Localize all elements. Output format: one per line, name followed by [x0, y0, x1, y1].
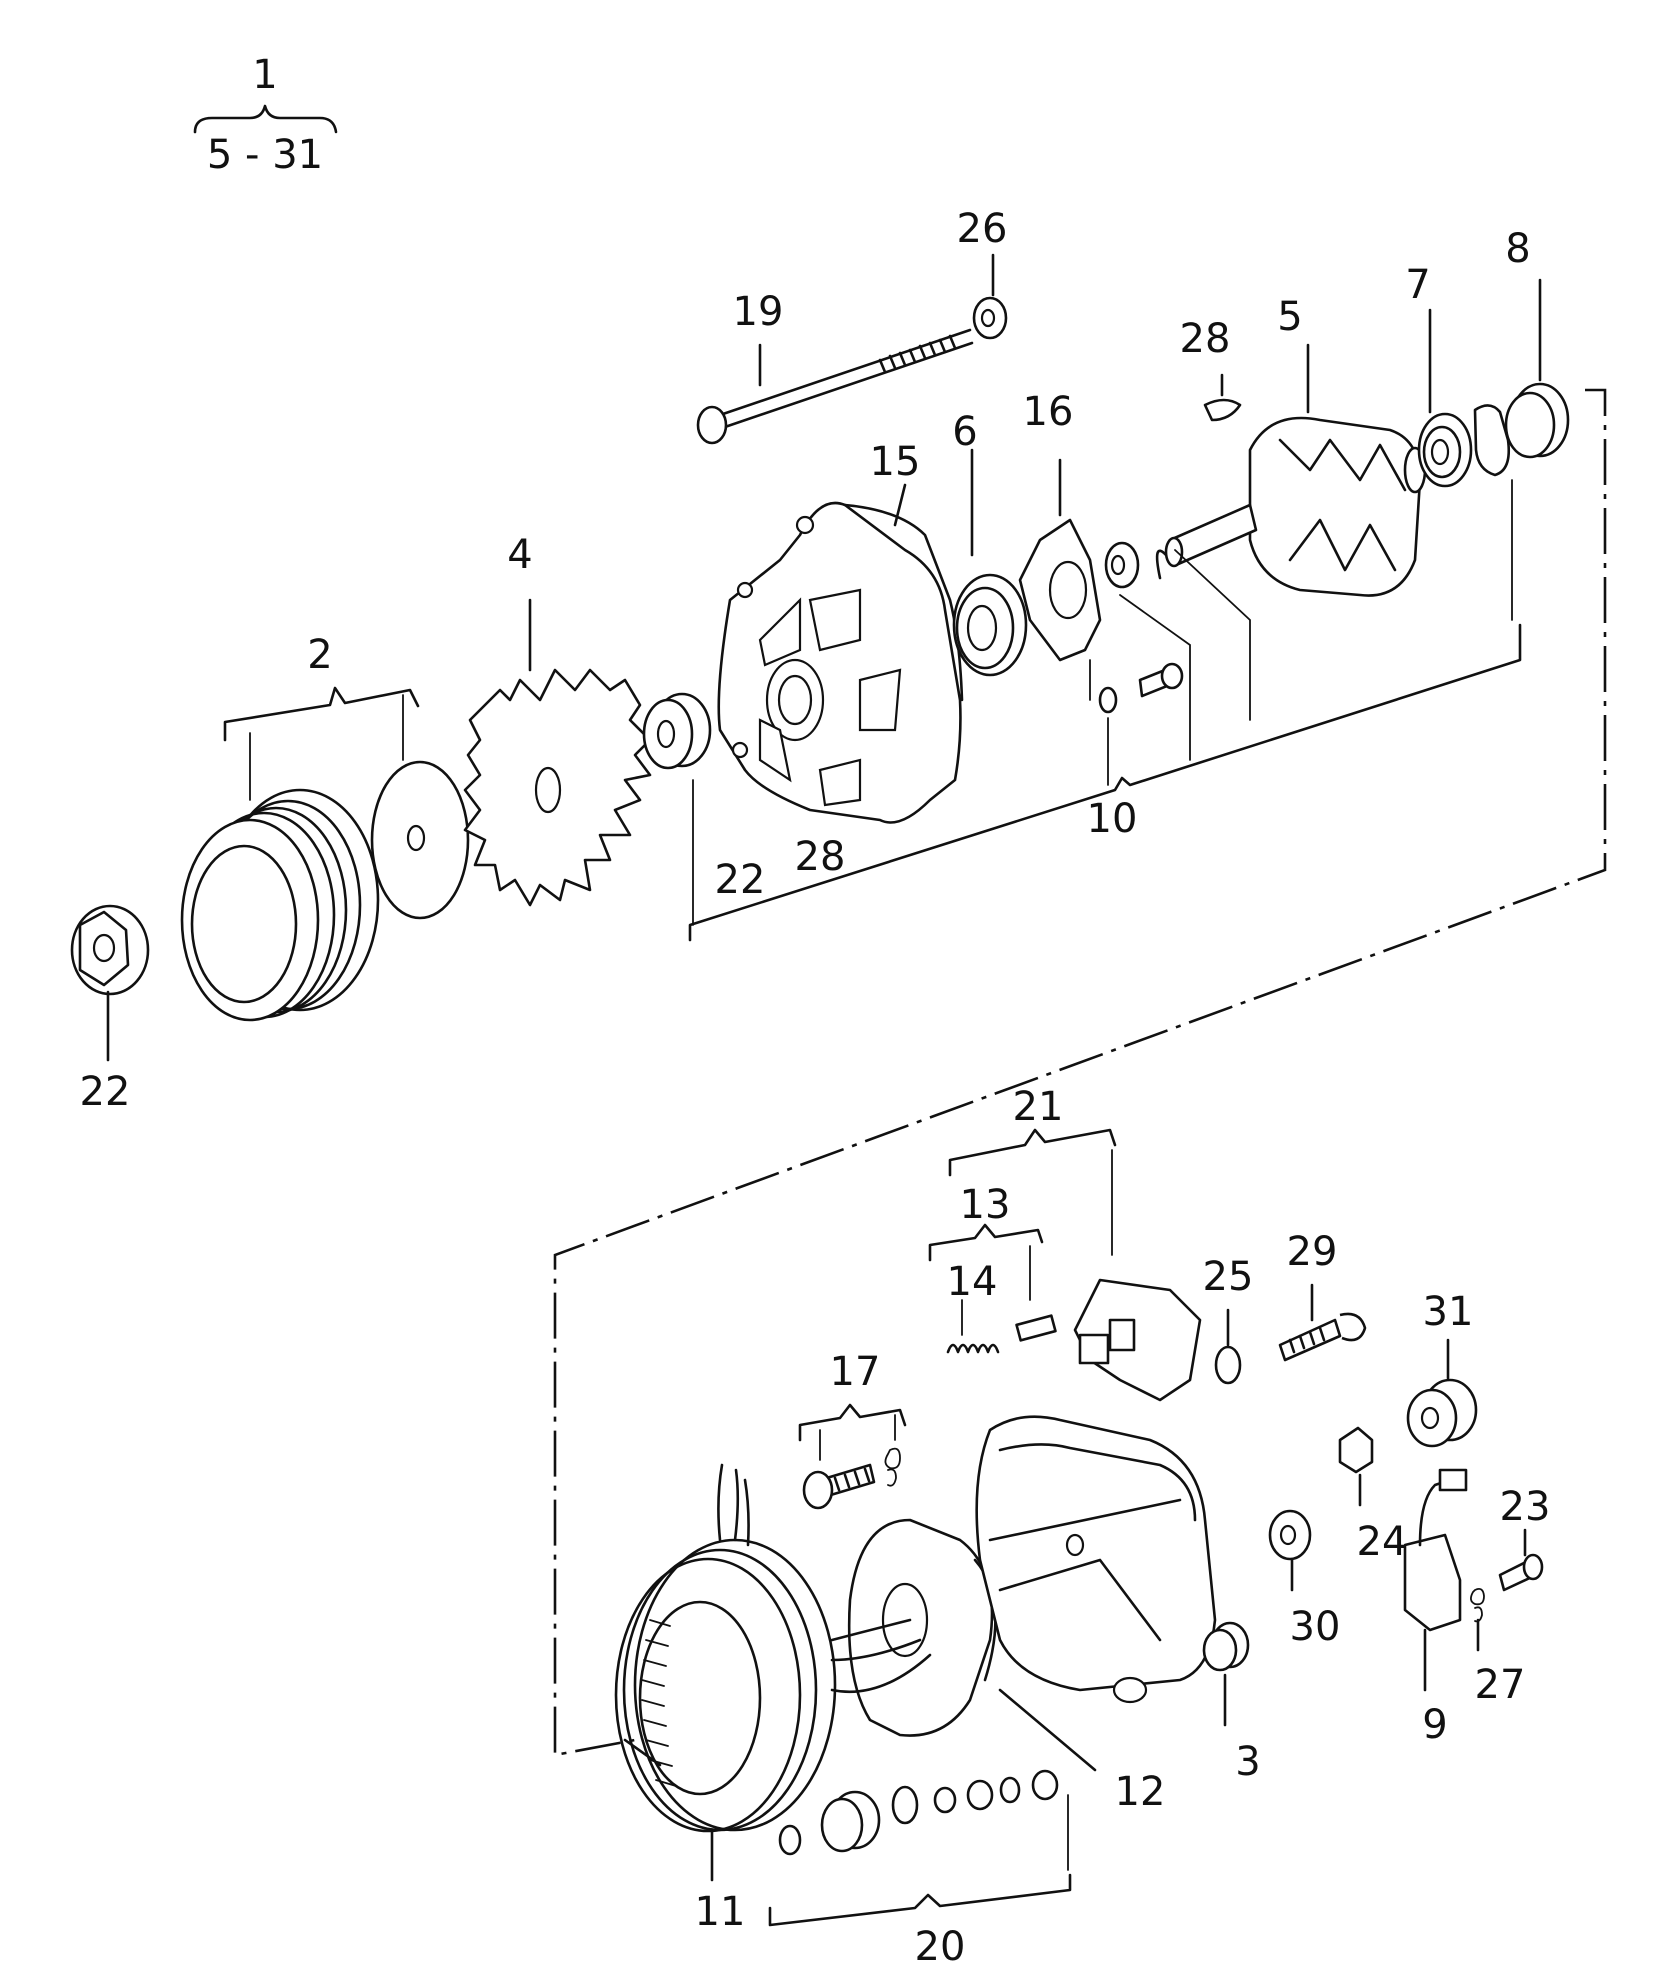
- callout-10: 10: [1087, 796, 1138, 842]
- callout-28-top: 28: [1180, 316, 1231, 362]
- assembly-header: 1 5 - 31: [193, 52, 338, 178]
- part-washer-26: [972, 253, 1008, 340]
- part-rotor-5: [1164, 343, 1427, 597]
- part-nut-22: [70, 904, 150, 1062]
- part-nut-24: [1338, 1426, 1374, 1507]
- callout-17: 17: [830, 1349, 881, 1395]
- bracket-10: [688, 623, 1522, 942]
- part-brush: [1015, 1314, 1057, 1342]
- part-bushing-22: [642, 692, 712, 770]
- bracket-2: [223, 686, 420, 742]
- part-regulator-21: [1073, 1278, 1202, 1402]
- part-screw-29: [1278, 1283, 1367, 1362]
- callout-22-bracket: 22: [715, 857, 766, 903]
- assembly-number: 1: [252, 52, 277, 98]
- part-stator-11: [614, 1463, 837, 1882]
- callout-6: 6: [952, 409, 977, 455]
- callout-13: 13: [960, 1182, 1011, 1228]
- bracket-17: [798, 1403, 907, 1442]
- callout-7: 7: [1405, 262, 1430, 308]
- callout-28-bracket: 28: [795, 834, 846, 880]
- part-disc-2: [370, 760, 470, 920]
- bracket-13: [928, 1223, 1044, 1262]
- part-kit-20: [778, 1769, 1069, 1871]
- callout-11: 11: [695, 1889, 746, 1935]
- callout-23: 23: [1500, 1484, 1551, 1530]
- part-bushing-3: [1202, 1621, 1250, 1727]
- part-clip: [1473, 404, 1513, 621]
- callout-14: 14: [947, 1259, 998, 1305]
- bracket-20: [768, 1873, 1072, 1927]
- part-rectifier-12: [830, 1518, 1097, 1772]
- callout-5: 5: [1277, 294, 1302, 340]
- callout-12: 12: [1115, 1769, 1166, 1815]
- part-rear-housing: [975, 1415, 1217, 1704]
- callout-25: 25: [1203, 1254, 1254, 1300]
- part-bolt-19: [696, 328, 974, 445]
- callout-26: 26: [957, 206, 1008, 252]
- part-screw-17: [802, 1447, 901, 1510]
- callout-24: 24: [1357, 1519, 1408, 1565]
- part-sleeve-31: [1406, 1338, 1478, 1448]
- part-regulator-9: [1403, 1468, 1468, 1692]
- callout-27: 27: [1475, 1662, 1526, 1708]
- callout-4: 4: [507, 532, 532, 578]
- part-ring: [1104, 541, 1168, 589]
- callout-30: 30: [1290, 1604, 1341, 1650]
- callout-19: 19: [733, 289, 784, 335]
- callout-9: 9: [1422, 1702, 1447, 1748]
- callout-29: 29: [1287, 1229, 1338, 1275]
- bracket-21: [948, 1128, 1117, 1177]
- callout-31: 31: [1423, 1289, 1474, 1335]
- assembly-range: 5 - 31: [207, 132, 323, 178]
- part-bearing-7: [1417, 308, 1473, 488]
- callout-3: 3: [1235, 1739, 1260, 1785]
- callout-16: 16: [1023, 389, 1074, 435]
- part-housing-15: [717, 483, 964, 824]
- part-spring-14: [946, 1299, 1000, 1354]
- part-ring-25: [1214, 1308, 1242, 1385]
- part-screw-10: [1089, 659, 1184, 714]
- callout-labels: 2 4 15 6 16 19 26 28 5 7 8 22 28 10 22 2…: [80, 206, 1551, 1968]
- part-fan-4: [463, 598, 652, 907]
- callout-21: 21: [1013, 1084, 1064, 1130]
- part-screw-23: [1470, 1528, 1544, 1652]
- part-plate-16: [1018, 458, 1102, 662]
- part-bearing-6: [952, 448, 1028, 677]
- callout-15: 15: [870, 439, 921, 485]
- callout-22-nut: 22: [80, 1069, 131, 1115]
- callout-20: 20: [915, 1924, 966, 1968]
- callout-8: 8: [1505, 226, 1530, 272]
- part-bushing-30: [1268, 1509, 1312, 1592]
- assembly-axis-line: [553, 388, 1607, 1757]
- part-cap-8: [1504, 278, 1570, 459]
- callout-2: 2: [307, 632, 332, 678]
- part-key-28: [1203, 373, 1242, 422]
- part-pulley-2: [180, 788, 380, 1022]
- assembly-brace: [193, 104, 338, 134]
